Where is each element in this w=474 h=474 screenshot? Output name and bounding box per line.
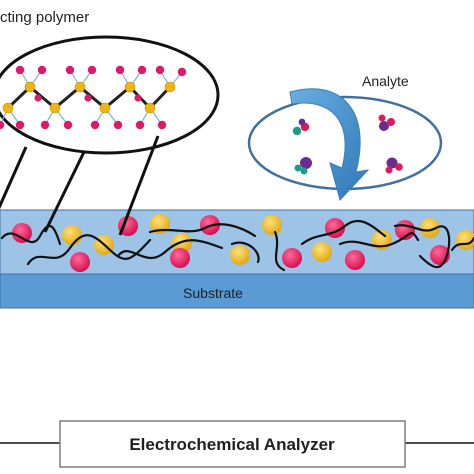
polymer-chain bbox=[338, 231, 420, 248]
analyte-molecule bbox=[294, 157, 312, 175]
gold-nanoparticle bbox=[262, 215, 282, 235]
pink-nanoparticle bbox=[282, 248, 302, 268]
substrate-label: Substrate bbox=[183, 285, 243, 301]
analyte-molecule bbox=[378, 114, 395, 131]
gold-nanoparticle bbox=[312, 242, 332, 262]
callout-line-center bbox=[43, 151, 86, 233]
pink-nanoparticle bbox=[12, 223, 32, 243]
polymer-chain bbox=[116, 239, 224, 260]
callout-line-right bbox=[118, 135, 160, 236]
analyte-molecule bbox=[385, 157, 403, 174]
polymer-chain bbox=[26, 234, 152, 266]
polymer-chain bbox=[230, 241, 260, 264]
pink-nanoparticle bbox=[170, 248, 190, 268]
polymer-backbone bbox=[0, 65, 187, 130]
gold-nanoparticle bbox=[62, 225, 82, 245]
polymer-chains bbox=[0, 219, 474, 272]
gold-nanoparticle bbox=[150, 214, 170, 234]
polymer-chain bbox=[0, 224, 62, 246]
polymer-chain bbox=[300, 219, 387, 246]
polymer-label: cting polymer bbox=[0, 9, 89, 26]
analyzer-box bbox=[59, 420, 406, 468]
zoom-bubble-outline bbox=[0, 35, 220, 155]
interaction-arrow bbox=[289, 88, 370, 201]
polymer-chain bbox=[393, 224, 451, 269]
gold-nanoparticle bbox=[172, 233, 192, 253]
analyzer-label: Electrochemical Analyzer bbox=[129, 435, 335, 454]
gold-nanoparticle bbox=[230, 245, 250, 265]
polymer-chain bbox=[450, 236, 474, 252]
pink-nanoparticle bbox=[345, 250, 365, 270]
analyte-label: Analyte bbox=[362, 73, 409, 89]
polymer-chain bbox=[148, 223, 257, 238]
polymer-chain bbox=[273, 230, 286, 272]
callout-line-left bbox=[0, 146, 28, 210]
pink-nanoparticle bbox=[70, 252, 90, 272]
gold-nanoparticle bbox=[420, 218, 440, 238]
analyte-molecule bbox=[292, 118, 310, 136]
